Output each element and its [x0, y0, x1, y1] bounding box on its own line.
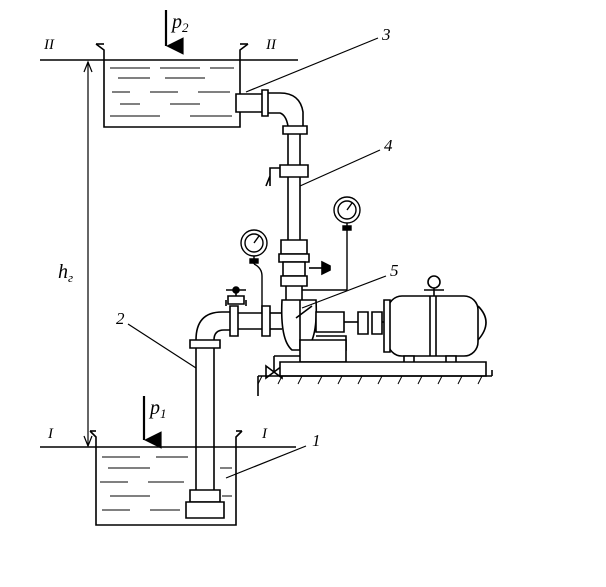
leader-3 — [246, 38, 378, 92]
level-label-i-left: I — [48, 426, 53, 442]
leader-lines — [128, 38, 386, 478]
coupling — [344, 312, 390, 334]
lower-tank — [90, 431, 242, 525]
height-label: hг — [58, 262, 73, 284]
part-label-5: 5 — [390, 261, 399, 280]
pressure-label-p2-main: p — [172, 11, 182, 33]
base-frame — [258, 362, 492, 396]
leader-1 — [226, 446, 306, 478]
part-label-4: 4 — [384, 136, 393, 155]
discharge-pipe — [236, 90, 330, 300]
height-label-main: h — [58, 261, 68, 283]
pressure-label-p1: p1 — [150, 398, 167, 420]
pressure-label-p1-main: p — [150, 397, 160, 419]
vacuum-gauge-suction — [241, 230, 267, 312]
part-label-3: 3 — [382, 25, 391, 44]
pressure-label-p1-sub: 1 — [160, 406, 167, 421]
height-label-sub: г — [68, 270, 74, 285]
upper-tank — [96, 44, 248, 127]
height-dimension — [84, 62, 92, 446]
electric-motor — [384, 276, 486, 368]
pressure-gauge-discharge — [302, 197, 360, 290]
level-label-ii-left: II — [44, 37, 54, 53]
pressure-label-p2: p2 — [172, 12, 189, 34]
suction-pipe — [186, 287, 282, 518]
leader-2 — [128, 324, 196, 368]
level-label-i-right: I — [262, 426, 267, 442]
level-label-ii-right: II — [266, 37, 276, 53]
leader-4 — [300, 150, 380, 186]
pressure-label-p2-sub: 2 — [182, 20, 189, 35]
leader-5 — [302, 276, 386, 308]
part-label-2: 2 — [116, 309, 125, 328]
part-label-1: 1 — [312, 431, 321, 450]
